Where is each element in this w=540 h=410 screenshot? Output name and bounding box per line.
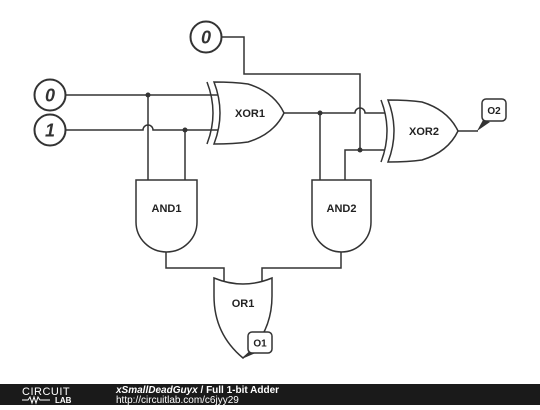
logo-bottom: LAB (55, 396, 72, 405)
wire-input-b (66, 124, 218, 131)
wires (66, 36, 478, 282)
gate-and2[interactable]: AND2 (311, 179, 372, 253)
wire-and1-out (165, 250, 225, 282)
gate-xor2[interactable]: XOR2 (380, 99, 459, 163)
junction-cin (357, 147, 363, 153)
wire-cin (222, 36, 385, 151)
gate-xor1[interactable]: XOR1 (206, 81, 285, 145)
wire-xor1-out (284, 107, 385, 114)
wire-and2-b (344, 149, 360, 180)
gate-and1-label: AND1 (152, 203, 182, 215)
junction-a (145, 92, 151, 98)
gate-xor1-label: XOR1 (235, 108, 265, 120)
input-b-value: 1 (45, 121, 55, 141)
input-a[interactable]: 0 (33, 78, 67, 112)
output-o2-label: O2 (487, 106, 501, 117)
output-o2[interactable]: O2 (477, 98, 507, 131)
input-cin-value: 0 (201, 28, 211, 48)
input-b[interactable]: 1 (33, 113, 67, 147)
footer-url[interactable]: http://circuitlab.com/c6jyy29 (116, 395, 239, 406)
output-o1[interactable]: O1 (244, 331, 273, 358)
resistor-icon (22, 395, 50, 405)
footer-heading: xSmallDeadGuyx / Full 1-bit Adder (115, 385, 279, 396)
logo-top: CIRCUIT (22, 386, 70, 398)
footer-user[interactable]: xSmallDeadGuyx (115, 385, 198, 396)
gate-and1[interactable]: AND1 (135, 179, 198, 253)
footer-separator: / (198, 385, 206, 396)
footer-title: Full 1-bit Adder (206, 385, 279, 396)
wire-and2-out (261, 250, 342, 282)
gate-or1-label: OR1 (232, 298, 255, 310)
circuitlab-logo[interactable]: CIRCUIT LAB (22, 386, 72, 405)
junction-xor1 (317, 110, 323, 116)
input-cin[interactable]: 0 (189, 20, 223, 54)
gate-xor2-label: XOR2 (409, 126, 439, 138)
input-a-value: 0 (45, 86, 55, 106)
footer-bar: CIRCUIT LAB xSmallDeadGuyx / Full 1-bit … (0, 384, 540, 406)
gate-and2-label: AND2 (327, 203, 357, 215)
junction-b (182, 127, 188, 133)
output-o1-label: O1 (253, 339, 267, 350)
